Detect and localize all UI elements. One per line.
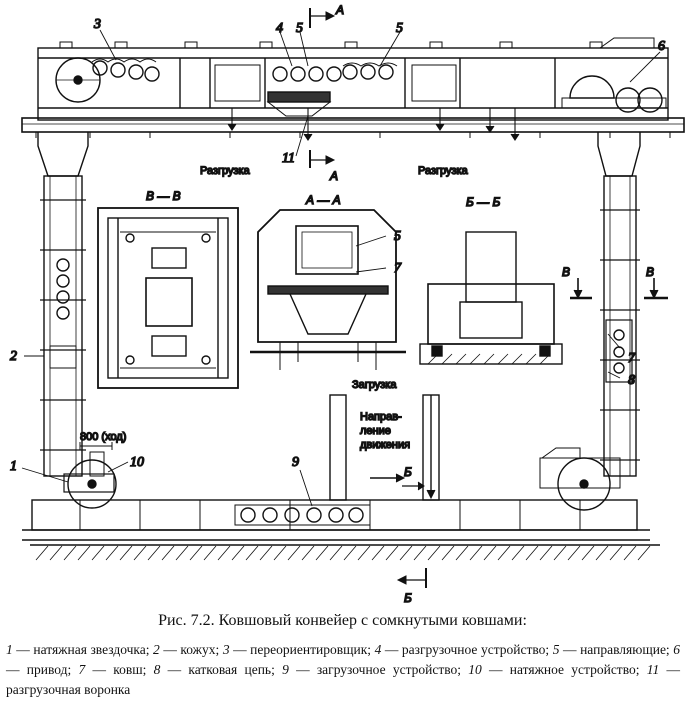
section-vv-drawing [97, 207, 239, 389]
legend-text: — переориентировщик; [229, 642, 375, 657]
section-aa-title: А — А [305, 193, 341, 207]
marker-b-bottom: Б [404, 591, 412, 605]
leader-lines [21, 29, 661, 507]
legend-num: 11 [646, 662, 660, 677]
legend-text: — направляющие; [559, 642, 674, 657]
stroke-label: 800 (ход) [80, 431, 126, 443]
legend-text: — кожух; [159, 642, 223, 657]
loading-chutes [329, 394, 440, 501]
legend-num: 8 [153, 662, 161, 677]
label-10: 10 [130, 455, 144, 470]
marker-a-top: А [335, 3, 344, 17]
direction-line-2: ление [360, 425, 391, 437]
label-7-section: 7 [394, 261, 402, 276]
legend-text: — ковш; [85, 662, 154, 677]
section-marker-v [570, 278, 668, 300]
direction-line-3: движения [360, 439, 410, 451]
direction-line-1: Направ- [360, 411, 402, 423]
section-bb-drawing [419, 231, 563, 365]
right-vertical-housing [597, 132, 641, 477]
label-8: 8 [628, 373, 635, 388]
label-6: 6 [658, 39, 665, 54]
legend-text: — загрузочное устройство; [288, 662, 469, 677]
legend-num: 5 [552, 642, 560, 657]
unloading-device [266, 62, 398, 117]
marker-v-left: В [562, 265, 570, 279]
label-1: 1 [10, 459, 17, 474]
legend-text: — натяжная звездочка; [12, 642, 154, 657]
bottom-conveyor-housing [22, 499, 650, 541]
label-3: 3 [93, 17, 101, 32]
section-marker-b [396, 568, 427, 588]
label-4: 4 [276, 21, 283, 36]
legend-num: 1 [6, 642, 13, 657]
marker-v-right: В [646, 265, 654, 279]
label-5-section: 5 [394, 229, 401, 244]
unload-label-left: Разгрузка [200, 165, 251, 177]
section-aa-drawing [250, 209, 406, 370]
figure-legend: 1 — натяжная звездочка; 2 — кожух; 3 — п… [6, 640, 680, 700]
section-marker-a [309, 8, 336, 168]
marker-a-bottom: А [329, 169, 338, 183]
section-bb-title: Б — Б [466, 195, 500, 209]
label-2: 2 [10, 349, 17, 364]
load-label: Загрузка [352, 379, 397, 391]
reorienter-buckets [91, 58, 160, 82]
drive-unit [561, 37, 667, 113]
unload-arrows [227, 108, 520, 141]
legend-num: 3 [222, 642, 230, 657]
legend-text: — привод; [6, 662, 79, 677]
label-11: 11 [282, 151, 295, 166]
legend-num: 6 [673, 642, 680, 657]
legend-num: 7 [78, 662, 86, 677]
label-7: 7 [628, 351, 636, 366]
label-5-left: 5 [296, 21, 303, 36]
left-vertical-housing [37, 132, 89, 477]
legend-text: — катковая цепь; [160, 662, 283, 677]
top-conveyor-housing [21, 41, 685, 138]
figure-caption: Рис. 7.2. Ковшовый конвейер с сомкнутыми… [158, 612, 527, 629]
label-5-right: 5 [396, 21, 403, 36]
ground-hatch [30, 544, 660, 561]
legend-num: 10 [468, 662, 482, 677]
legend-text: — натяжное устройство; [481, 662, 647, 677]
right-lower-sprocket [539, 447, 621, 511]
legend-text: — разгрузочная воронка [6, 662, 680, 697]
left-top-sprocket [55, 57, 101, 103]
legend-text: — разгрузочное устройство; [381, 642, 553, 657]
conveyor-diagram: 3 4 5 5 6 11 А А Разгрузка Разгрузка В —… [9, 2, 685, 606]
legend-num: 4 [374, 642, 382, 657]
legend-num: 9 [282, 662, 289, 677]
tension-device [63, 442, 117, 509]
marker-b-mid: Б [404, 465, 412, 479]
section-vv-title: В — В [146, 189, 181, 203]
label-9: 9 [292, 455, 299, 470]
unload-label-right: Разгрузка [418, 165, 469, 177]
legend-num: 2 [153, 642, 160, 657]
